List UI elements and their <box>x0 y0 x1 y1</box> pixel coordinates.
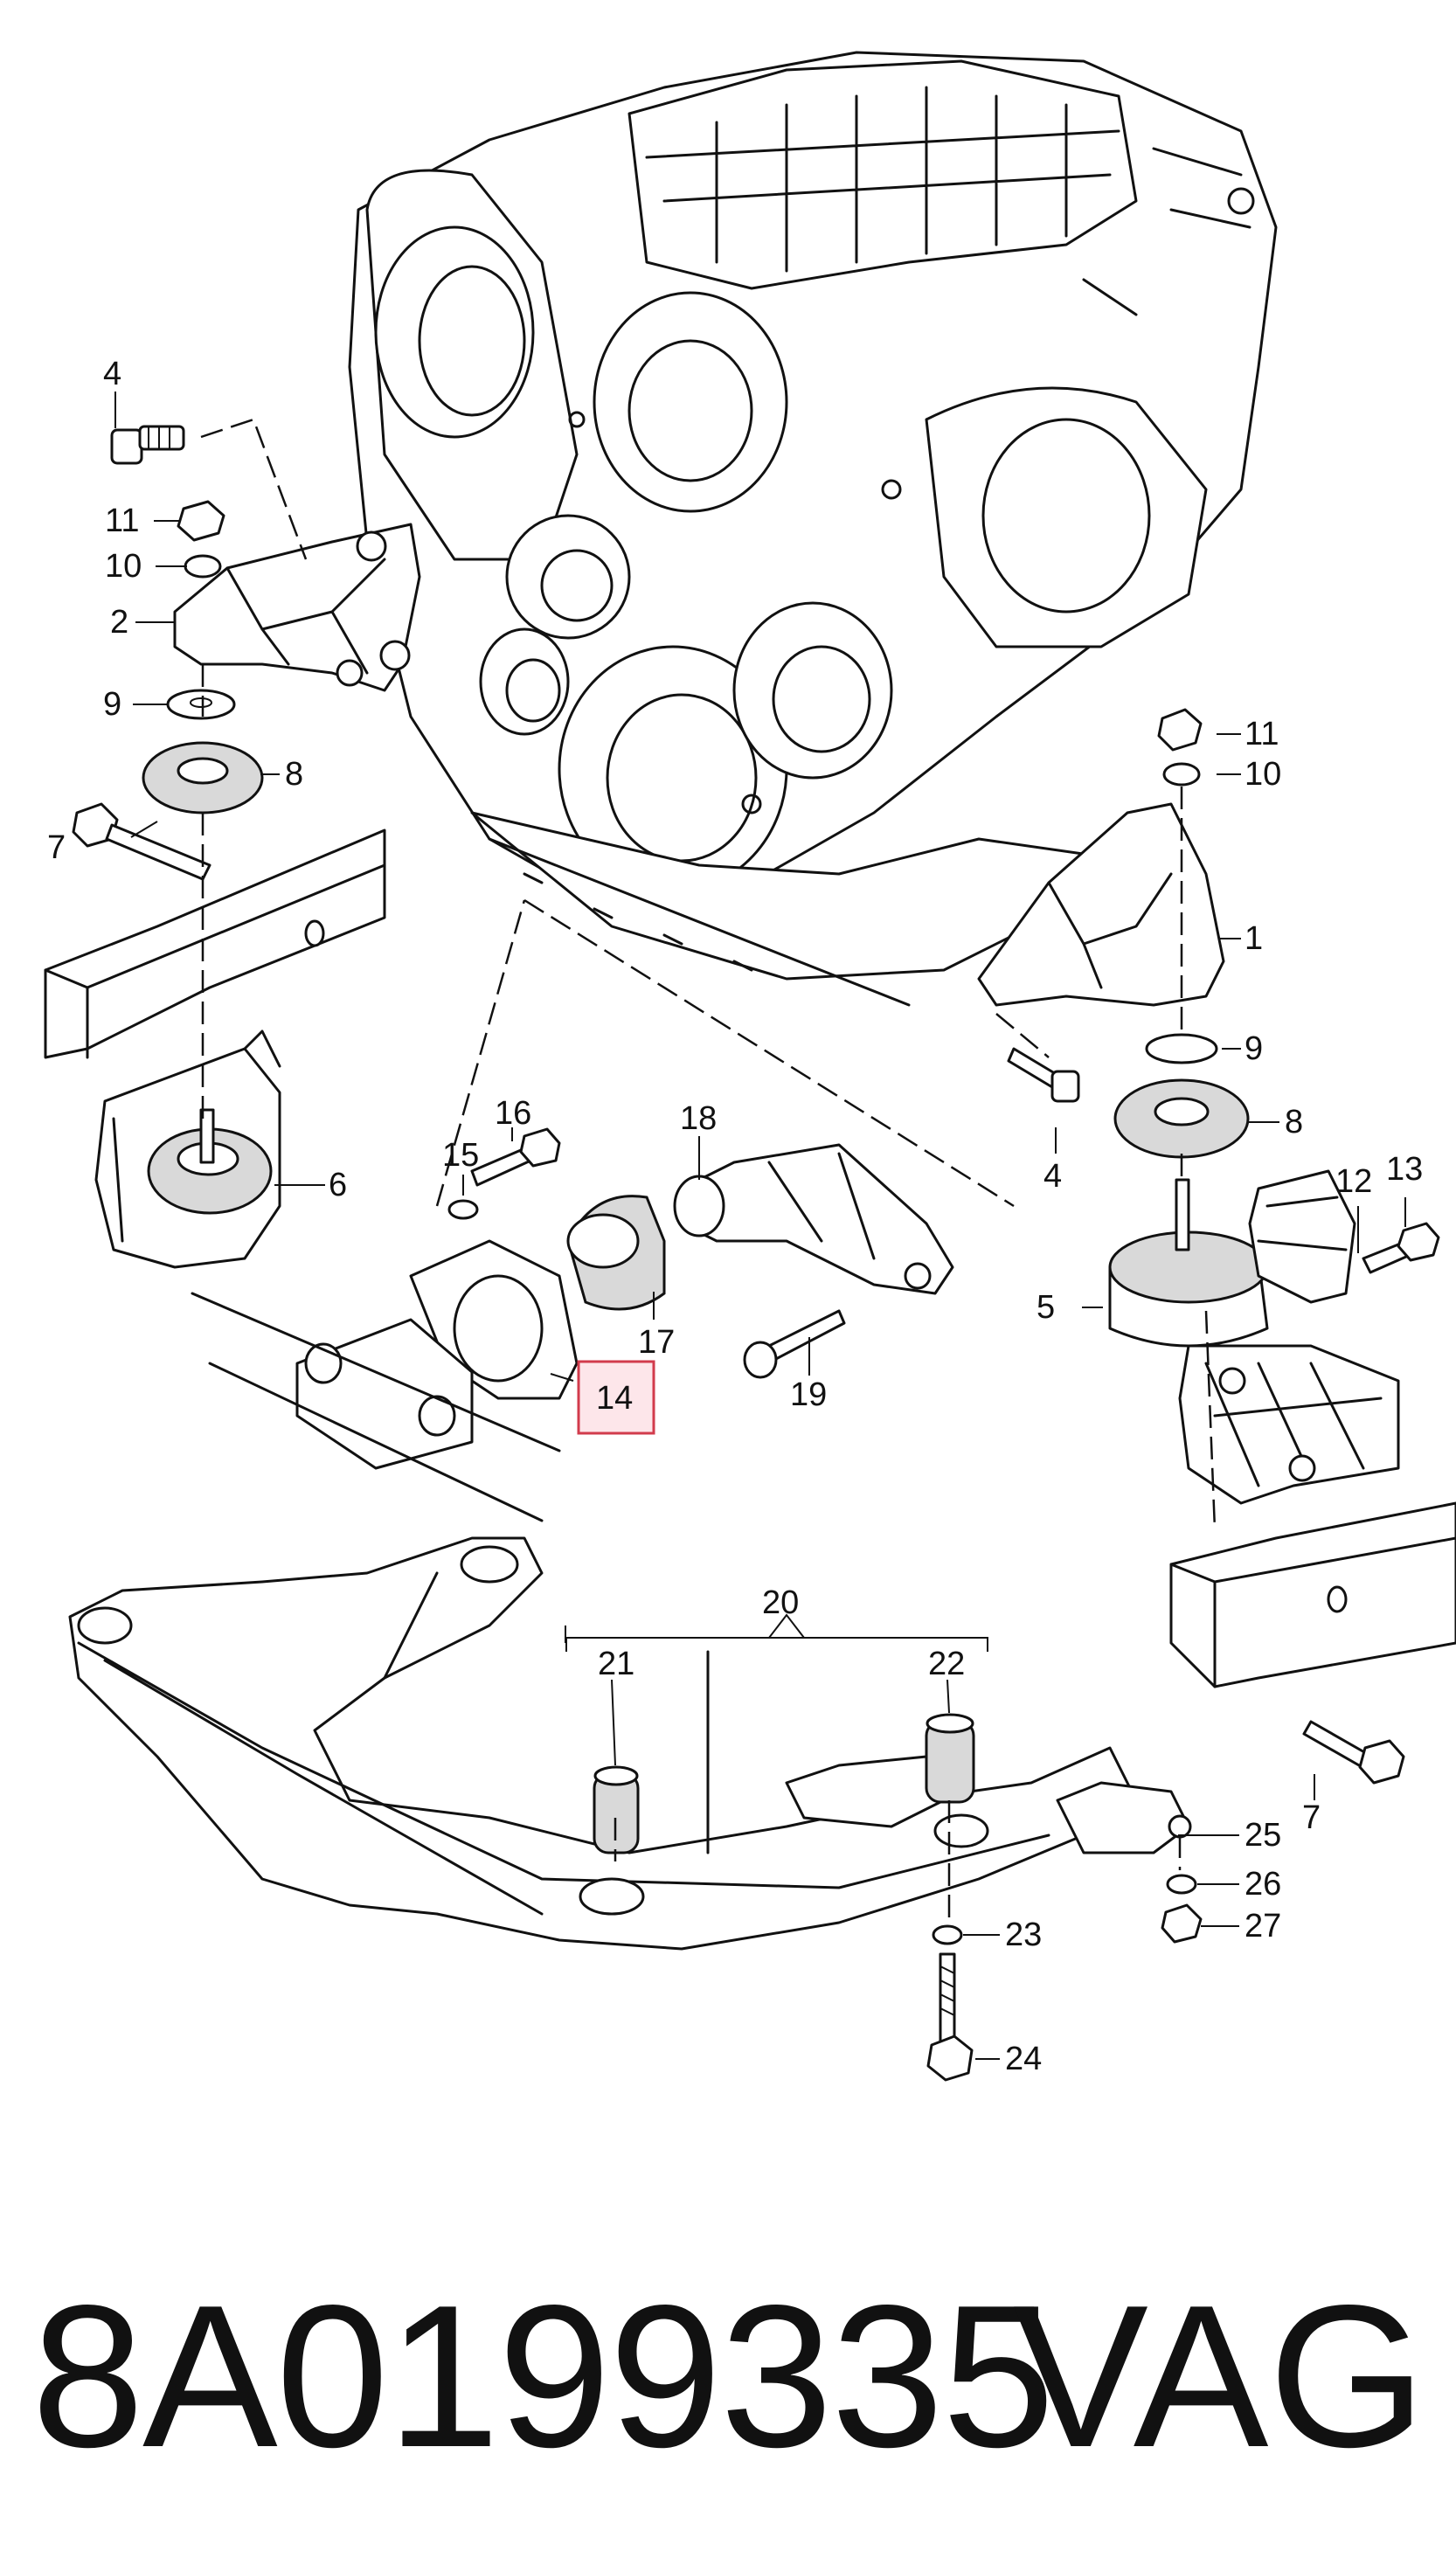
part-number: 8A0199335 <box>31 2263 1055 2490</box>
leader-lines <box>114 392 1406 2060</box>
engine-assembly <box>348 51 1278 1007</box>
nut-27 <box>1161 1903 1203 1944</box>
bolt-7-left <box>72 802 211 881</box>
callout-11-left: 11 <box>105 503 139 539</box>
nut-11-left <box>177 500 225 542</box>
callout-17: 17 <box>638 1324 675 1361</box>
washer-23 <box>932 1924 963 1945</box>
callout-20: 20 <box>762 1584 799 1621</box>
callout-8-left: 8 <box>285 756 303 793</box>
washer-15 <box>447 1199 479 1220</box>
callout-19: 19 <box>790 1376 827 1413</box>
callout-13: 13 <box>1386 1151 1423 1188</box>
subframe-bracket <box>1056 1781 1190 1854</box>
bolt-19 <box>743 1309 846 1379</box>
callout-6: 6 <box>329 1167 347 1203</box>
callout-8-right: 8 <box>1285 1104 1303 1140</box>
callout-7-right: 7 <box>1302 1799 1321 1836</box>
washer-10-left <box>184 554 222 579</box>
washer-9-right <box>1145 1033 1218 1064</box>
center-mount-group <box>191 898 1015 1522</box>
washer-26 <box>1166 1874 1197 1895</box>
left-mount-group <box>44 418 421 1269</box>
callout-2: 2 <box>110 604 128 641</box>
bolt-16 <box>470 1127 561 1187</box>
callout-12: 12 <box>1335 1163 1372 1200</box>
callout-9-left: 9 <box>103 686 121 723</box>
callout-11-right: 11 <box>1245 716 1279 752</box>
engine-bracket-2 <box>173 523 421 692</box>
washer-10-right <box>1162 762 1201 787</box>
callout-14: 14 <box>596 1380 633 1417</box>
callout-10-right: 10 <box>1245 756 1281 793</box>
callouts: 4 11 10 2 9 7 8 6 11 10 1 9 8 4 12 13 5 … <box>47 356 1423 2077</box>
callout-16: 16 <box>495 1095 531 1132</box>
callout-1: 1 <box>1245 920 1263 957</box>
highlight-box-14 <box>577 1360 655 1435</box>
bolt-4-left <box>110 425 185 465</box>
callout-27: 27 <box>1245 1908 1281 1944</box>
frame-rail-left <box>44 828 386 1059</box>
subframe-assembly <box>68 1536 1203 2082</box>
callout-5: 5 <box>1037 1289 1055 1326</box>
callout-15: 15 <box>442 1137 479 1174</box>
washer-9-left <box>166 689 236 720</box>
callout-21: 21 <box>598 1646 634 1682</box>
nut-11-right <box>1157 708 1203 752</box>
callout-25: 25 <box>1245 1817 1281 1854</box>
frame-rail-right <box>1169 1501 1456 1688</box>
callout-23: 23 <box>1005 1917 1042 1953</box>
callout-9-right: 9 <box>1245 1030 1263 1067</box>
right-mount-group <box>977 708 1456 1785</box>
callout-7-left: 7 <box>47 829 66 866</box>
callout-22: 22 <box>928 1646 965 1682</box>
bolt-24 <box>926 1952 974 2082</box>
rubber-bushing-22 <box>925 1713 975 1804</box>
footer: 8A0199335 VAG <box>0 2246 1456 2508</box>
callout-24: 24 <box>1005 2041 1042 2077</box>
brand-name: VAG <box>1013 2263 1426 2490</box>
callout-26: 26 <box>1245 1866 1281 1903</box>
bolt-4-right <box>1007 1047 1080 1103</box>
callout-4-left: 4 <box>103 356 121 392</box>
callout-10-left: 10 <box>105 548 142 585</box>
engine-bracket-1 <box>977 802 1225 1007</box>
callout-4-right: 4 <box>1043 1158 1062 1195</box>
callout-18: 18 <box>680 1100 717 1137</box>
bolt-7-right <box>1302 1720 1405 1785</box>
